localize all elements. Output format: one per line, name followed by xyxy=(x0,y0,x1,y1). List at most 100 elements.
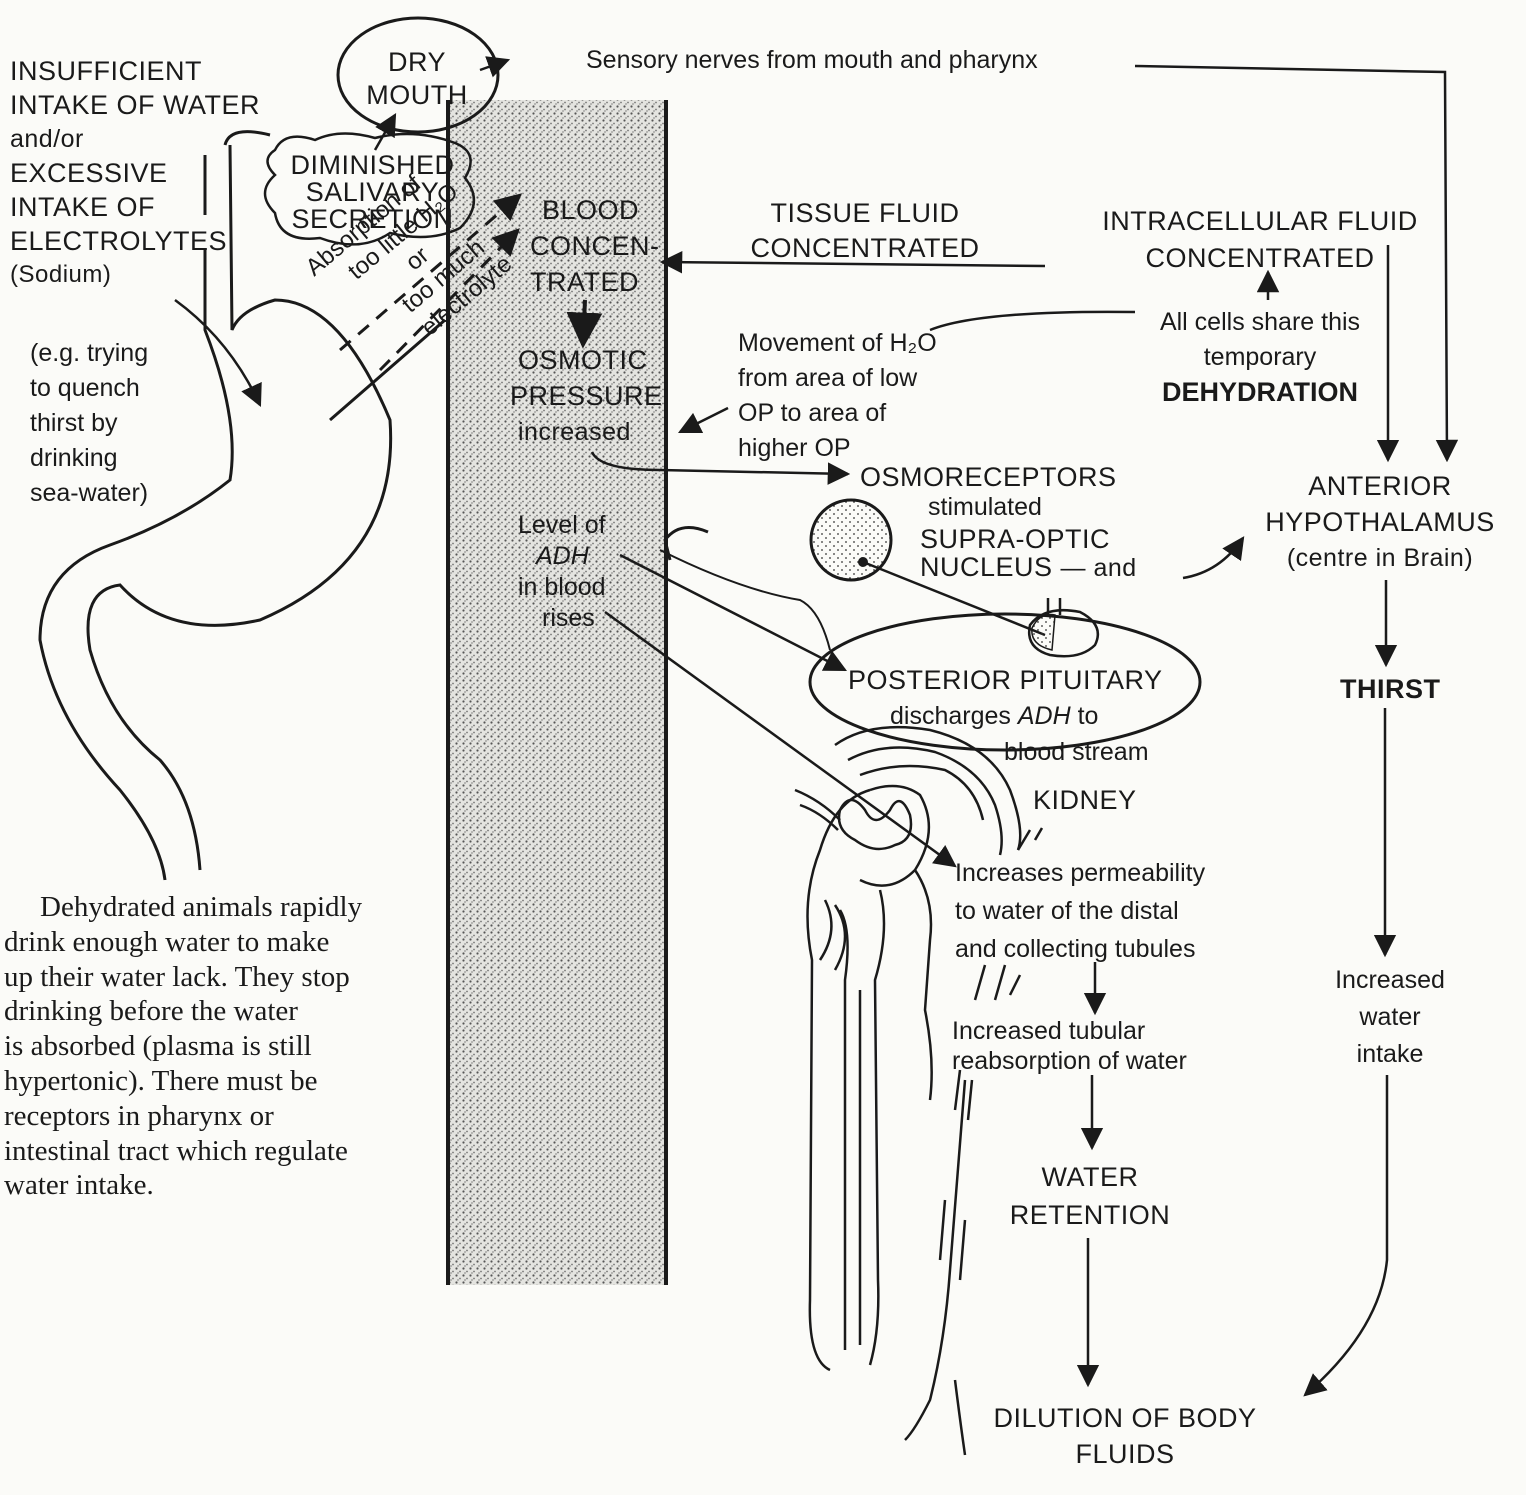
adh-level-line-2: ADH xyxy=(518,541,606,572)
pituitary-line-2-row: discharges ADH to xyxy=(848,698,1163,734)
retention-line-2: RETENTION xyxy=(1000,1196,1180,1234)
causes-label: INSUFFICIENT INTAKE OF WATER and/or EXCE… xyxy=(10,54,260,292)
water-intake-line-2: water xyxy=(1310,999,1470,1036)
hypothalamus-line-1: ANTERIOR xyxy=(1240,468,1520,504)
dry-mouth-line-1: DRY xyxy=(352,46,482,79)
note-line-1: Dehydrated animals rapidly xyxy=(4,890,464,925)
blood-to-osmotic-arrow xyxy=(583,300,585,345)
dilution-line-2: FLUIDS xyxy=(975,1436,1275,1472)
dry-mouth-to-nerves-arrow xyxy=(480,60,508,70)
pituitary-line-3: blood stream xyxy=(848,734,1163,770)
water-intake-line-3: intake xyxy=(1310,1036,1470,1073)
note-line-2: drink enough water to make xyxy=(4,925,464,960)
salivary-to-mouth-arrow xyxy=(375,115,395,150)
movement-label: Movement of H₂O from area of low OP to a… xyxy=(738,326,937,466)
intracellular-label: INTRACELLULAR FLUID CONCENTRATED xyxy=(1080,203,1440,277)
pituitary-gland-icon xyxy=(1029,598,1098,656)
dry-mouth-label: DRY MOUTH xyxy=(352,46,482,112)
drinking-arrow xyxy=(175,300,260,405)
intake-to-dilution-arrow xyxy=(1305,1075,1387,1395)
pituitary-adh: ADH xyxy=(1018,702,1071,730)
kidney-label: KIDNEY xyxy=(1033,787,1137,814)
all-cells-line-1: All cells share this xyxy=(1125,305,1395,340)
intracellular-line-2: CONCENTRATED xyxy=(1080,240,1440,277)
hypothalamus-line-3: (centre in Brain) xyxy=(1240,540,1520,576)
pituitary-line-1: POSTERIOR PITUITARY xyxy=(848,662,1163,698)
intracellular-line-1: INTRACELLULAR FLUID xyxy=(1080,203,1440,240)
note-line-4: drinking before the water xyxy=(4,994,464,1029)
permeability-line-3: and collecting tubules xyxy=(955,930,1205,968)
note-line-9: water intake. xyxy=(4,1168,464,1203)
causes-line-2: INTAKE OF WATER xyxy=(10,88,260,122)
supraoptic-line-2-row: NUCLEUS — and xyxy=(920,553,1137,582)
movement-line-2: from area of low xyxy=(738,361,937,396)
note-line-8: intestinal tract which regulate xyxy=(4,1134,464,1169)
dehydration-note: Dehydrated animals rapidly drink enough … xyxy=(4,890,464,1203)
thirst-label: THIRST xyxy=(1340,676,1441,703)
blood-line-2: CONCEN- xyxy=(530,228,660,264)
osmotic-line-3: increased xyxy=(510,414,663,450)
causes-line-1: INSUFFICIENT xyxy=(10,54,260,88)
pituitary-line-2: discharges xyxy=(890,702,1011,730)
blood-line-3: TRATED xyxy=(530,264,660,300)
example-line-1: (e.g. trying xyxy=(30,336,148,371)
tissue-fluid-label: TISSUE FLUID CONCENTRATED xyxy=(735,196,995,266)
nephron-drawing xyxy=(795,727,1042,1455)
osmoreceptors-label: OSMORECEPTORS stimulated xyxy=(860,462,1117,522)
permeability-label: Increases permeability to water of the d… xyxy=(955,854,1205,968)
water-intake-line-1: Increased xyxy=(1310,962,1470,999)
permeability-line-2: to water of the distal xyxy=(955,892,1205,930)
all-cells-line-3: DEHYDRATION xyxy=(1125,375,1395,410)
supraoptic-label: SUPRA-OPTIC NUCLEUS — and xyxy=(920,525,1137,582)
adh-level-line-1: Level of xyxy=(518,510,606,541)
reabsorption-line-1: Increased tubular xyxy=(952,1016,1187,1046)
water-intake-label: Increased water intake xyxy=(1310,962,1470,1073)
retention-label: WATER RETENTION xyxy=(1000,1158,1180,1234)
osmotic-line-2: PRESSURE xyxy=(510,378,663,414)
example-line-3: thirst by xyxy=(30,406,148,441)
dilution-label: DILUTION OF BODY FLUIDS xyxy=(975,1400,1275,1472)
example-label: (e.g. trying to quench thirst by drinkin… xyxy=(30,336,148,511)
pituitary-label: POSTERIOR PITUITARY discharges ADH to bl… xyxy=(848,662,1163,770)
adh-curve-line xyxy=(660,550,830,650)
osmotic-label: OSMOTIC PRESSURE increased xyxy=(510,342,663,450)
movement-line-1: Movement of H₂O xyxy=(738,326,937,361)
nucleus-to-hypothalamus-arrow xyxy=(1183,538,1243,578)
note-line-5: is absorbed (plasma is still xyxy=(4,1029,464,1064)
hypothalamus-label: ANTERIOR HYPOTHALAMUS (centre in Brain) xyxy=(1240,468,1520,576)
movement-line-4: higher OP xyxy=(738,431,937,466)
osmoreceptors-line-1: OSMORECEPTORS xyxy=(860,462,1117,492)
supraoptic-line-2: NUCLEUS xyxy=(920,552,1053,582)
dry-mouth-line-2: MOUTH xyxy=(352,79,482,112)
causes-line-3: and/or xyxy=(10,122,260,156)
supraoptic-line-1: SUPRA-OPTIC xyxy=(920,525,1137,553)
permeability-line-1: Increases permeability xyxy=(955,854,1205,892)
example-line-2: to quench xyxy=(30,371,148,406)
note-line-3: up their water lack. They stop xyxy=(4,960,464,995)
all-cells-line-2: temporary xyxy=(1125,340,1395,375)
adh-level-line-3: in blood xyxy=(518,572,606,603)
tissue-fluid-line-1: TISSUE FLUID xyxy=(735,196,995,231)
retention-line-1: WATER xyxy=(1000,1158,1180,1196)
osmoreceptors-line-2: stimulated xyxy=(860,492,1117,522)
example-line-5: sea-water) xyxy=(30,476,148,511)
blood-label: BLOOD CONCEN- TRATED xyxy=(530,192,660,300)
example-line-4: drinking xyxy=(30,441,148,476)
all-cells-label: All cells share this temporary DEHYDRATI… xyxy=(1125,305,1395,410)
movement-arrow xyxy=(680,408,728,432)
pituitary-line-2-end: to xyxy=(1078,702,1099,730)
movement-line-3: OP to area of xyxy=(738,396,937,431)
reabsorption-line-2: reabsorption of water xyxy=(952,1046,1187,1076)
dilution-line-1: DILUTION OF BODY xyxy=(975,1400,1275,1436)
tissue-fluid-line-2: CONCENTRATED xyxy=(735,231,995,266)
blood-line-1: BLOOD xyxy=(530,192,660,228)
sensory-nerves-label: Sensory nerves from mouth and pharynx xyxy=(586,48,1038,73)
causes-line-6: ELECTROLYTES xyxy=(10,224,260,258)
causes-line-7: (Sodium) xyxy=(10,258,260,292)
causes-line-4: EXCESSIVE xyxy=(10,156,260,190)
hypothalamus-line-2: HYPOTHALAMUS xyxy=(1240,504,1520,540)
adh-level-label: Level of ADH in blood rises xyxy=(518,510,606,634)
osmotic-line-1: OSMOTIC xyxy=(510,342,663,378)
note-line-7: receptors in pharynx or xyxy=(4,1099,464,1134)
note-line-6: hypertonic). There must be xyxy=(4,1064,464,1099)
